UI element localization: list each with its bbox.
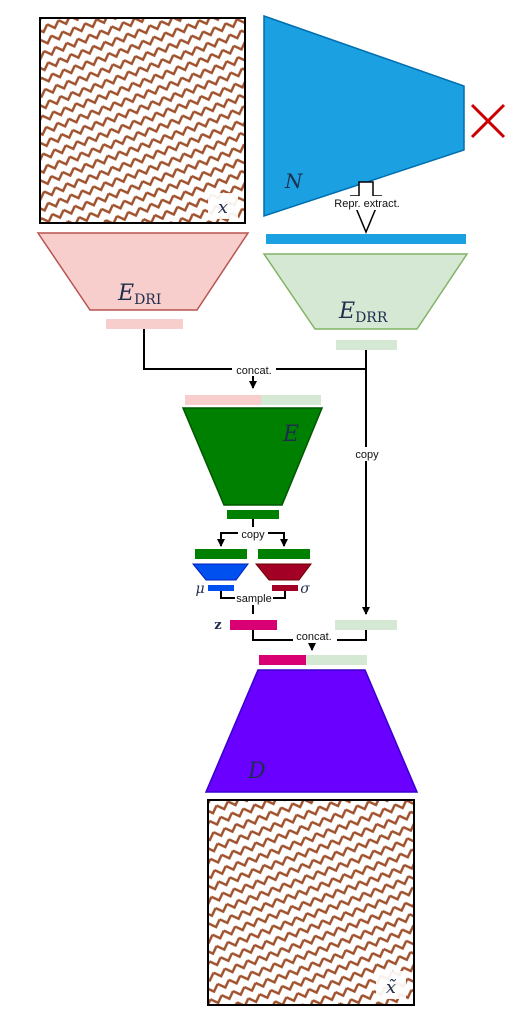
copy-side-label: copy [355,449,379,461]
output-image: x̃ [207,799,415,1006]
decoder-input-bar [259,655,367,665]
dri-code-bar [106,319,183,329]
sigma-output-bar [272,585,298,591]
z-label: z [214,618,221,633]
encoder-dri-label: EDRI [117,281,161,308]
sigma-input-bar [258,549,310,559]
input-image-label: x [218,197,228,218]
pretrained-network: N [263,14,465,218]
repr-extract-label: Repr. extract. [334,198,399,210]
concat-top-label: concat. [236,365,271,377]
encoder-dri-subscript: DRI [134,292,161,308]
encoder-drr-subscript: DRR [355,310,388,326]
sigma-label: σ [300,581,310,597]
copy-mid-label: copy [241,529,265,541]
sigma-head [254,563,312,581]
decoder: D [204,669,419,793]
mu-output-bar [208,585,234,591]
z-to-concat-connector [252,630,316,651]
encoder-code-bar [227,510,279,519]
cross-icon [470,103,506,139]
mu-input-bar [195,549,247,559]
concat-code-bar [185,395,321,405]
input-image: x [39,17,246,224]
encoder-label: E [282,422,299,447]
drr-code-bar [336,340,397,350]
encoder-drr: EDRR [262,253,469,330]
sample-label: sample [236,593,271,605]
mu-label: μ [195,581,204,597]
encoder-drr-label: EDRR [338,299,388,326]
decoder-label: D [247,759,266,784]
network-representation-bar [266,234,466,244]
drr-copy-bar [335,620,397,630]
dri-to-concat-connector [143,329,257,389]
encoder-dri: EDRI [36,232,250,311]
network-label: N [284,169,304,193]
encoder-split-connector [217,519,254,547]
z-code-bar [230,620,277,630]
output-image-label: x̃ [386,977,397,998]
mu-head [191,563,249,581]
encoder: E [181,407,324,506]
concat-bottom-label: concat. [296,631,331,643]
